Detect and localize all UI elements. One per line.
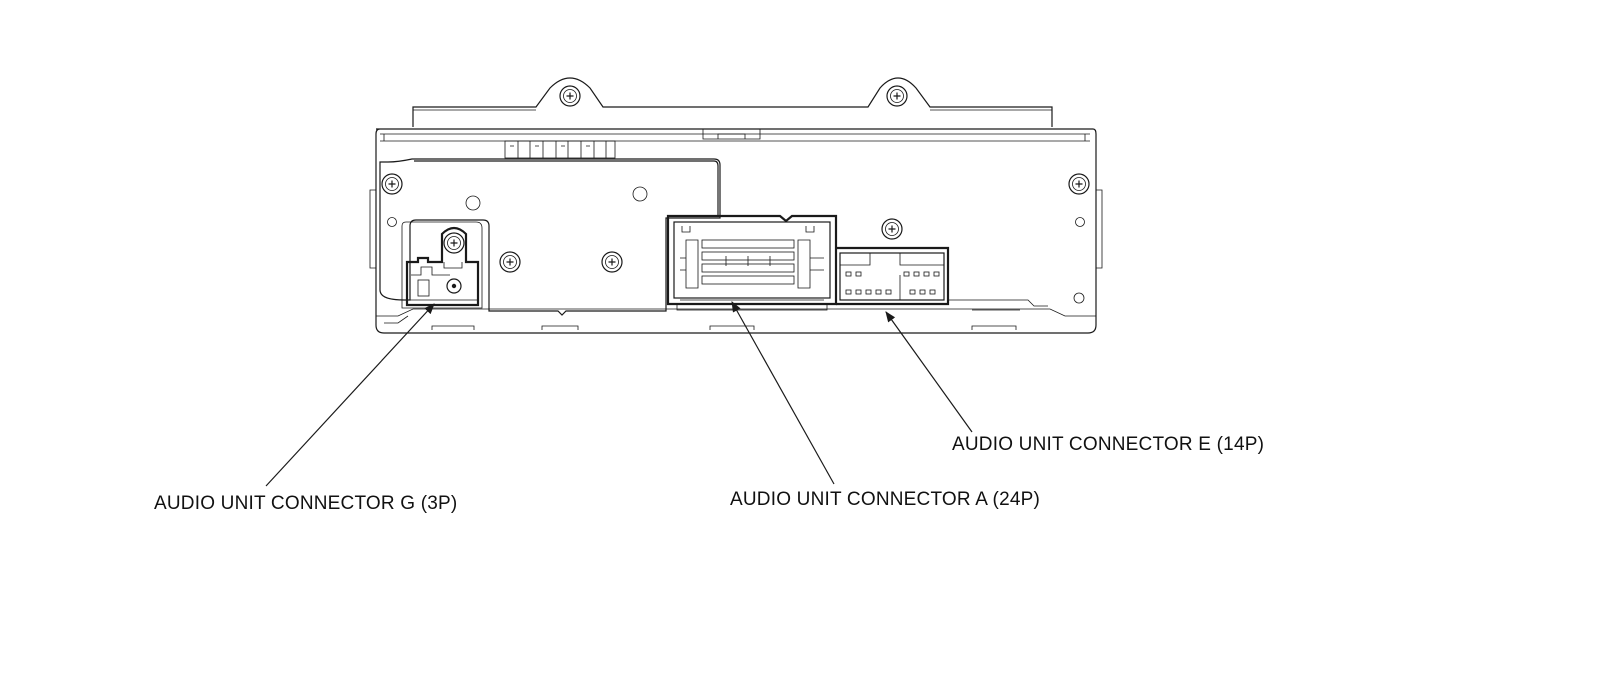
housing-screw-left bbox=[381, 173, 403, 195]
left-panel bbox=[379, 158, 721, 316]
connector-a bbox=[666, 214, 838, 311]
panel-screw-b bbox=[601, 251, 623, 273]
top-bracket bbox=[412, 77, 1053, 127]
housing-screw-right bbox=[1068, 173, 1090, 195]
vent-slots bbox=[504, 140, 616, 159]
connector-g-screw bbox=[443, 232, 465, 254]
unit-housing bbox=[369, 128, 1103, 334]
panel-screw-a bbox=[499, 251, 521, 273]
connector-g bbox=[401, 221, 483, 309]
label-connector-e: AUDIO UNIT CONNECTOR E (14P) bbox=[952, 434, 1265, 455]
leader-line-g bbox=[265, 303, 435, 487]
leader-lines bbox=[265, 301, 973, 487]
label-connector-g: AUDIO UNIT CONNECTOR G (3P) bbox=[154, 493, 458, 514]
bracket-screw-left bbox=[559, 85, 581, 107]
housing-screw-middle bbox=[881, 218, 903, 240]
connector-e bbox=[836, 246, 1048, 311]
label-connector-a: AUDIO UNIT CONNECTOR A (24P) bbox=[730, 489, 1041, 510]
leader-line-a bbox=[731, 301, 835, 485]
bracket-screw-right bbox=[886, 85, 908, 107]
leader-line-e bbox=[885, 311, 973, 433]
